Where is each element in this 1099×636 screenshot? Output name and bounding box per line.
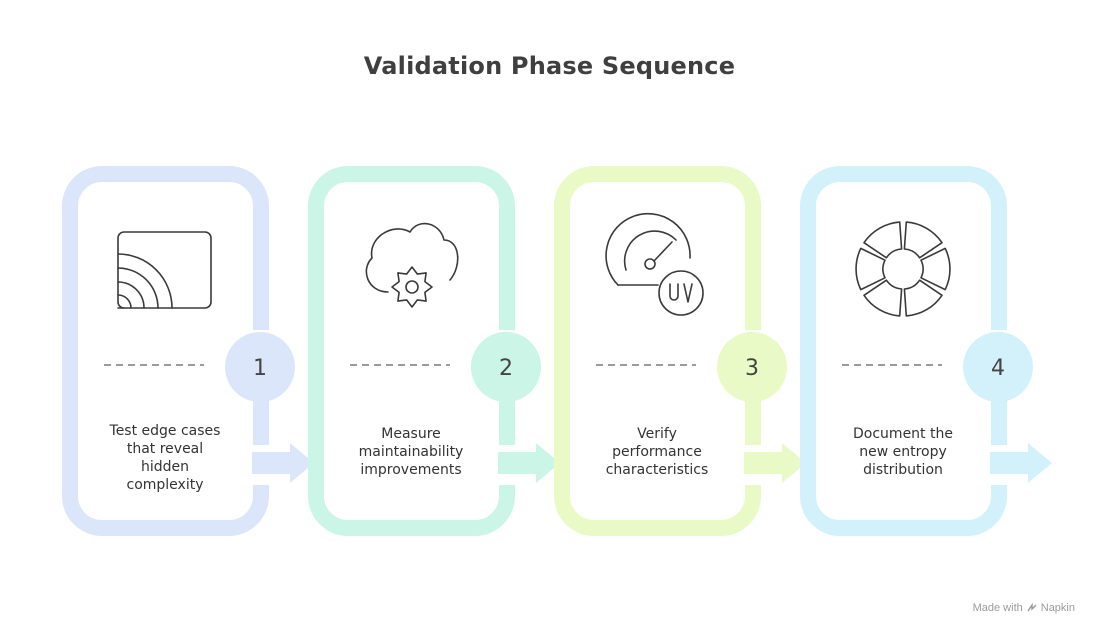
step-number-badge (225, 332, 295, 402)
step-description: Verify performance characteristics (582, 425, 732, 479)
diagram-title: Validation Phase Sequence (363, 52, 736, 80)
step-description-line: Verify (637, 426, 677, 442)
cast-icon (117, 231, 212, 309)
step-description-line: Measure (381, 426, 441, 442)
step-1: 1 (62, 166, 314, 536)
step-description-line: distribution (863, 462, 943, 478)
step-description-line: hidden (140, 459, 190, 475)
next-arrow-icon (252, 443, 314, 483)
step-description-line: performance (612, 444, 702, 460)
step-description-line: maintainability (358, 444, 464, 460)
step-number: 3 (745, 356, 759, 381)
step-description: Document the new entropy distribution (828, 425, 978, 479)
segmented-wheel-icon (855, 221, 951, 317)
napkin-watermark: Made with Napkin (973, 602, 1075, 614)
watermark-prefix: Made with (972, 602, 1023, 614)
step-description-line: new entropy (859, 444, 947, 460)
next-arrow-icon (744, 443, 806, 483)
step-number: 2 (499, 356, 513, 381)
step-description-line: complexity (126, 477, 204, 493)
step-number-badge (717, 332, 787, 402)
next-arrow-icon (990, 443, 1052, 483)
step-description: Measure maintainability improvements (336, 425, 486, 479)
step-description: Test edge cases that reveal hidden complexi… (90, 422, 240, 494)
napkin-logo-icon (1027, 603, 1037, 612)
next-arrow-icon (498, 443, 560, 483)
step-number-badge (963, 332, 1033, 402)
step-description-line: improvements (360, 462, 462, 478)
step-3: 3 (554, 166, 806, 536)
step-number: 4 (991, 356, 1005, 381)
step-description-line: Document the (853, 426, 953, 442)
step-description-line: characteristics (605, 462, 709, 478)
step-2: 2 (308, 166, 560, 536)
step-description-line: Test edge cases (109, 423, 221, 439)
step-number: 1 (253, 356, 267, 381)
step-4: 4 (800, 166, 1052, 536)
step-description-line: that reveal (126, 441, 204, 457)
step-number-badge (471, 332, 541, 402)
gauge-uv-icon (605, 212, 704, 316)
cloud-gear-icon (365, 222, 459, 308)
watermark-brand: Napkin (1040, 602, 1075, 614)
